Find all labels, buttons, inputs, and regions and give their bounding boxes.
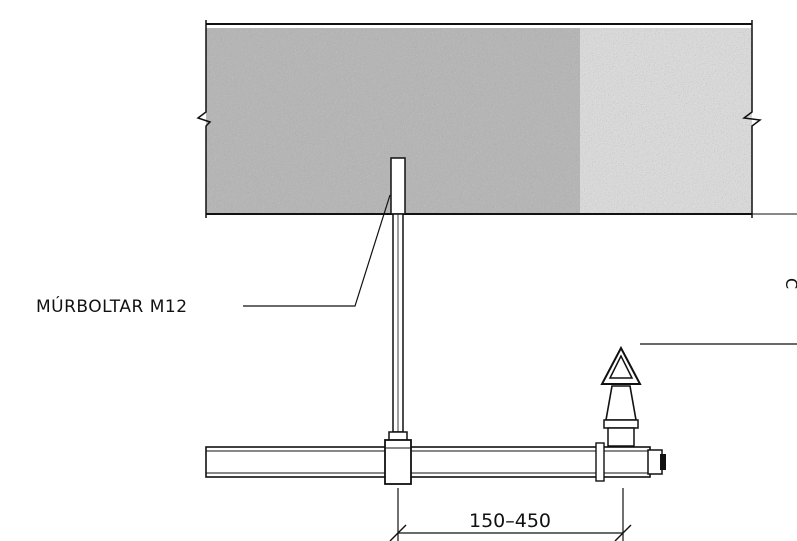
air-vent-valve xyxy=(600,343,797,447)
dimension-line xyxy=(389,488,632,541)
anchor-bolt-label: MÚRBOLTAR M12 xyxy=(36,295,188,317)
leader-line xyxy=(243,194,391,307)
dimension-label: 150–450 xyxy=(469,510,551,532)
edge-mark-label: C xyxy=(782,278,797,289)
hanger-rod xyxy=(390,157,406,433)
concrete-slab xyxy=(196,20,797,218)
pipe xyxy=(205,442,666,482)
pipe-clamp xyxy=(384,431,412,485)
